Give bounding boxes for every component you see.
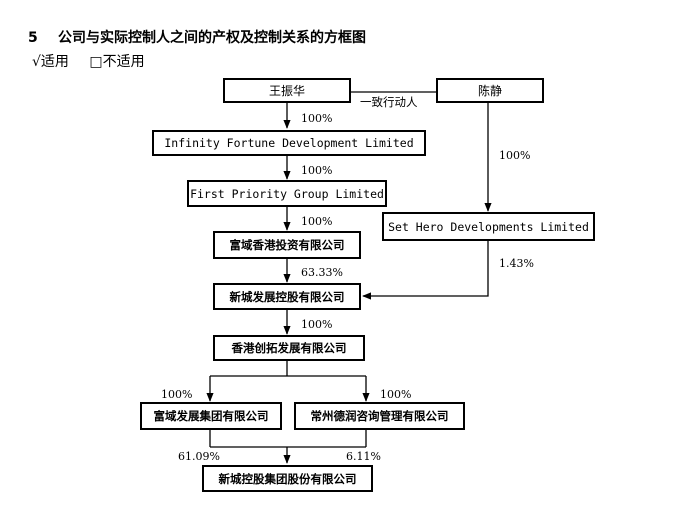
concert-label: 一致行动人 [360,95,418,109]
section-number: 5 [28,30,38,46]
pct-fucheng-group-holding: 61.09% [178,450,220,463]
entity-box-hk-chuangtuo: 香港创拓发展有限公司 [213,335,365,361]
pct-infinity-first: 100% [301,164,333,177]
entity-box-chen: 陈静 [436,78,544,103]
pct-changzhou-holding: 6.11% [346,450,381,463]
applicability-options: √适用 □不适用 [32,51,161,71]
pct-wang-infinity: 100% [301,112,333,125]
pct-xincheng-chuangtuo: 100% [301,318,333,331]
pct-chuangtuo-changzhou: 100% [380,388,412,401]
section-heading: 5 公司与实际控制人之间的产权及控制关系的方框图 [28,27,366,47]
entity-label: 香港创拓发展有限公司 [231,341,347,355]
entity-box-fucheng-hk: 富域香港投资有限公司 [213,231,361,259]
entity-label: 王振华 [268,84,305,98]
pct-sethero-xincheng: 1.43% [499,257,534,270]
entity-label: 陈静 [477,84,502,98]
entity-label: Infinity Fortune Development Limited [164,136,414,150]
entity-box-set-hero: Set Hero Developments Limited [382,212,595,241]
entity-box-first-priority: First Priority Group Limited [187,180,387,207]
entity-box-changzhou: 常州德润咨询管理有限公司 [294,402,465,430]
pct-chuangtuo-fucheng-group: 100% [161,388,193,401]
entity-label: 富域发展集团有限公司 [153,409,269,423]
entity-box-xincheng-holding: 新城控股集团股份有限公司 [202,465,373,492]
entity-label: 常州德润咨询管理有限公司 [310,409,449,423]
applicable-option: √适用 [32,54,69,70]
entity-box-fucheng-group: 富域发展集团有限公司 [140,402,282,430]
not-applicable-option: □不适用 [89,54,145,70]
entity-label: 新城控股集团股份有限公司 [218,471,357,486]
entity-box-infinity: Infinity Fortune Development Limited [152,130,426,156]
pct-chen-sethero: 100% [499,149,531,162]
entity-label: 富域香港投资有限公司 [229,238,345,252]
section-title: 公司与实际控制人之间的产权及控制关系的方框图 [58,30,366,46]
entity-box-wang: 王振华 [223,78,351,103]
entity-label: 新城发展控股有限公司 [229,289,345,304]
pct-fucheng-xincheng: 63.33% [301,266,343,279]
entity-box-xincheng-dev: 新城发展控股有限公司 [213,283,361,310]
entity-label: Set Hero Developments Limited [388,219,589,234]
pct-first-fucheng-hk: 100% [301,215,333,228]
arrow-sethero-xincheng [362,240,489,300]
entity-label: First Priority Group Limited [190,186,384,201]
